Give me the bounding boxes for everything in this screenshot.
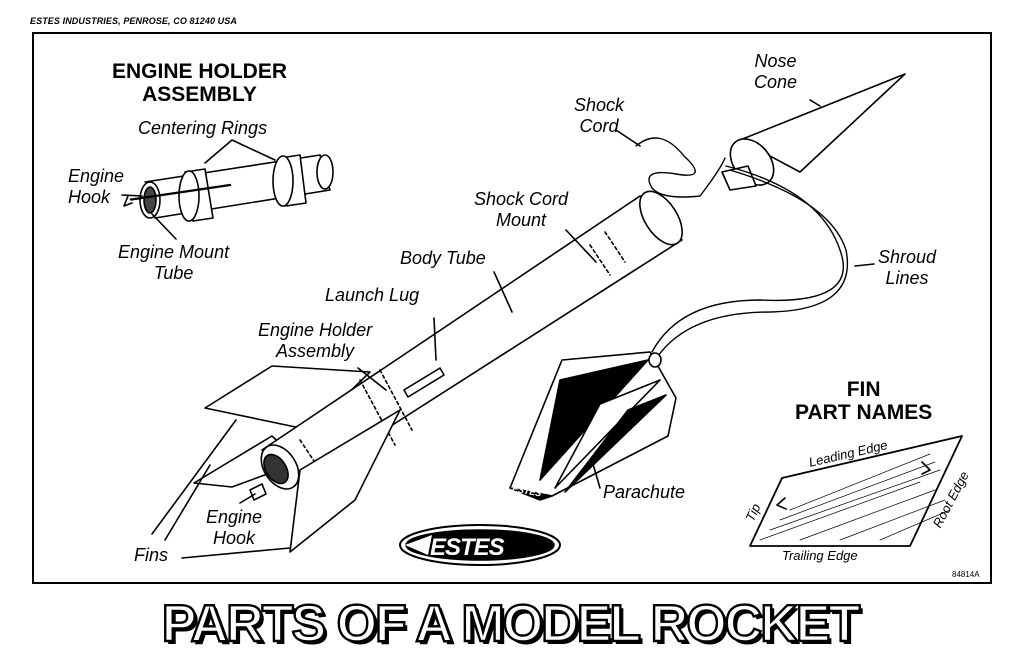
fin-part-names-heading: FIN PART NAMES: [795, 378, 932, 424]
nose-cone-illustration: [615, 73, 906, 357]
engine-holder-assembly-label-line2: Assembly: [276, 341, 355, 361]
engine-holder-heading-line2: ASSEMBLY: [142, 83, 257, 106]
diagram-frame: [32, 32, 992, 584]
parachute-illustration: [509, 351, 677, 501]
shock-cord-label-line2: Cord: [579, 116, 619, 136]
engine-hook-label-top-line2: Hook: [68, 187, 111, 207]
body-tube-label: Body Tube: [400, 248, 486, 268]
trailing-edge-label: Trailing Edge: [782, 548, 858, 563]
shroud-lines-label-line1: Shroud: [878, 247, 937, 267]
publisher-header: ESTES INDUSTRIES, PENROSE, CO 81240 USA: [30, 16, 237, 26]
fin-part-names-heading-line2: PART NAMES: [795, 401, 933, 424]
engine-holder-illustration: [121, 139, 334, 240]
engine-mount-tube-label: Engine Mount Tube: [118, 242, 229, 284]
engine-mount-tube-label-line2: Tube: [153, 263, 194, 283]
engine-hook-label-top-line1: Engine: [68, 166, 125, 186]
estes-logo: ESTES: [430, 534, 505, 561]
shock-cord-label: Shock Cord: [574, 95, 624, 137]
shroud-lines-label-line2: Lines: [885, 268, 929, 288]
engine-hook-label-bottom-line1: Engine: [206, 507, 263, 527]
fin-part-names-heading-line1: FIN: [846, 378, 881, 401]
engine-hook-label-bottom: Engine Hook: [206, 507, 262, 549]
fin-part-diagram: [749, 435, 963, 547]
rocket-illustration: [151, 190, 683, 559]
page-title: PARTS OF A MODEL ROCKET: [161, 594, 862, 654]
engine-holder-assembly-label-line1: Engine Holder: [258, 320, 373, 340]
catalog-code: 84814A: [952, 570, 980, 579]
nose-cone-label-line1: Nose: [754, 51, 797, 71]
parachute-label: Parachute: [603, 482, 686, 502]
shock-cord-mount-label: Shock Cord Mount: [474, 189, 568, 231]
launch-lug-label: Launch Lug: [325, 285, 420, 305]
nose-cone-label-line2: Cone: [754, 72, 798, 92]
shock-cord-label-line1: Shock: [574, 95, 625, 115]
engine-mount-tube-label-line1: Engine Mount: [118, 242, 230, 262]
engine-holder-assembly-label: Engine Holder Assembly: [258, 320, 372, 362]
fins-label: Fins: [134, 545, 169, 565]
engine-holder-heading: ENGINE HOLDER ASSEMBLY: [112, 60, 287, 106]
engine-hook-label-bottom-line2: Hook: [213, 528, 256, 548]
shock-cord-mount-label-line2: Mount: [496, 210, 547, 230]
engine-hook-label-top: Engine Hook: [68, 166, 124, 208]
estes-logo-art: [399, 524, 561, 566]
centering-rings-label: Centering Rings: [138, 118, 268, 138]
nose-cone-label: Nose Cone: [754, 51, 797, 93]
engine-holder-heading-line1: ENGINE HOLDER: [112, 60, 288, 83]
shock-cord-mount-label-line1: Shock Cord: [474, 189, 569, 209]
shroud-lines-label: Shroud Lines: [878, 247, 936, 289]
